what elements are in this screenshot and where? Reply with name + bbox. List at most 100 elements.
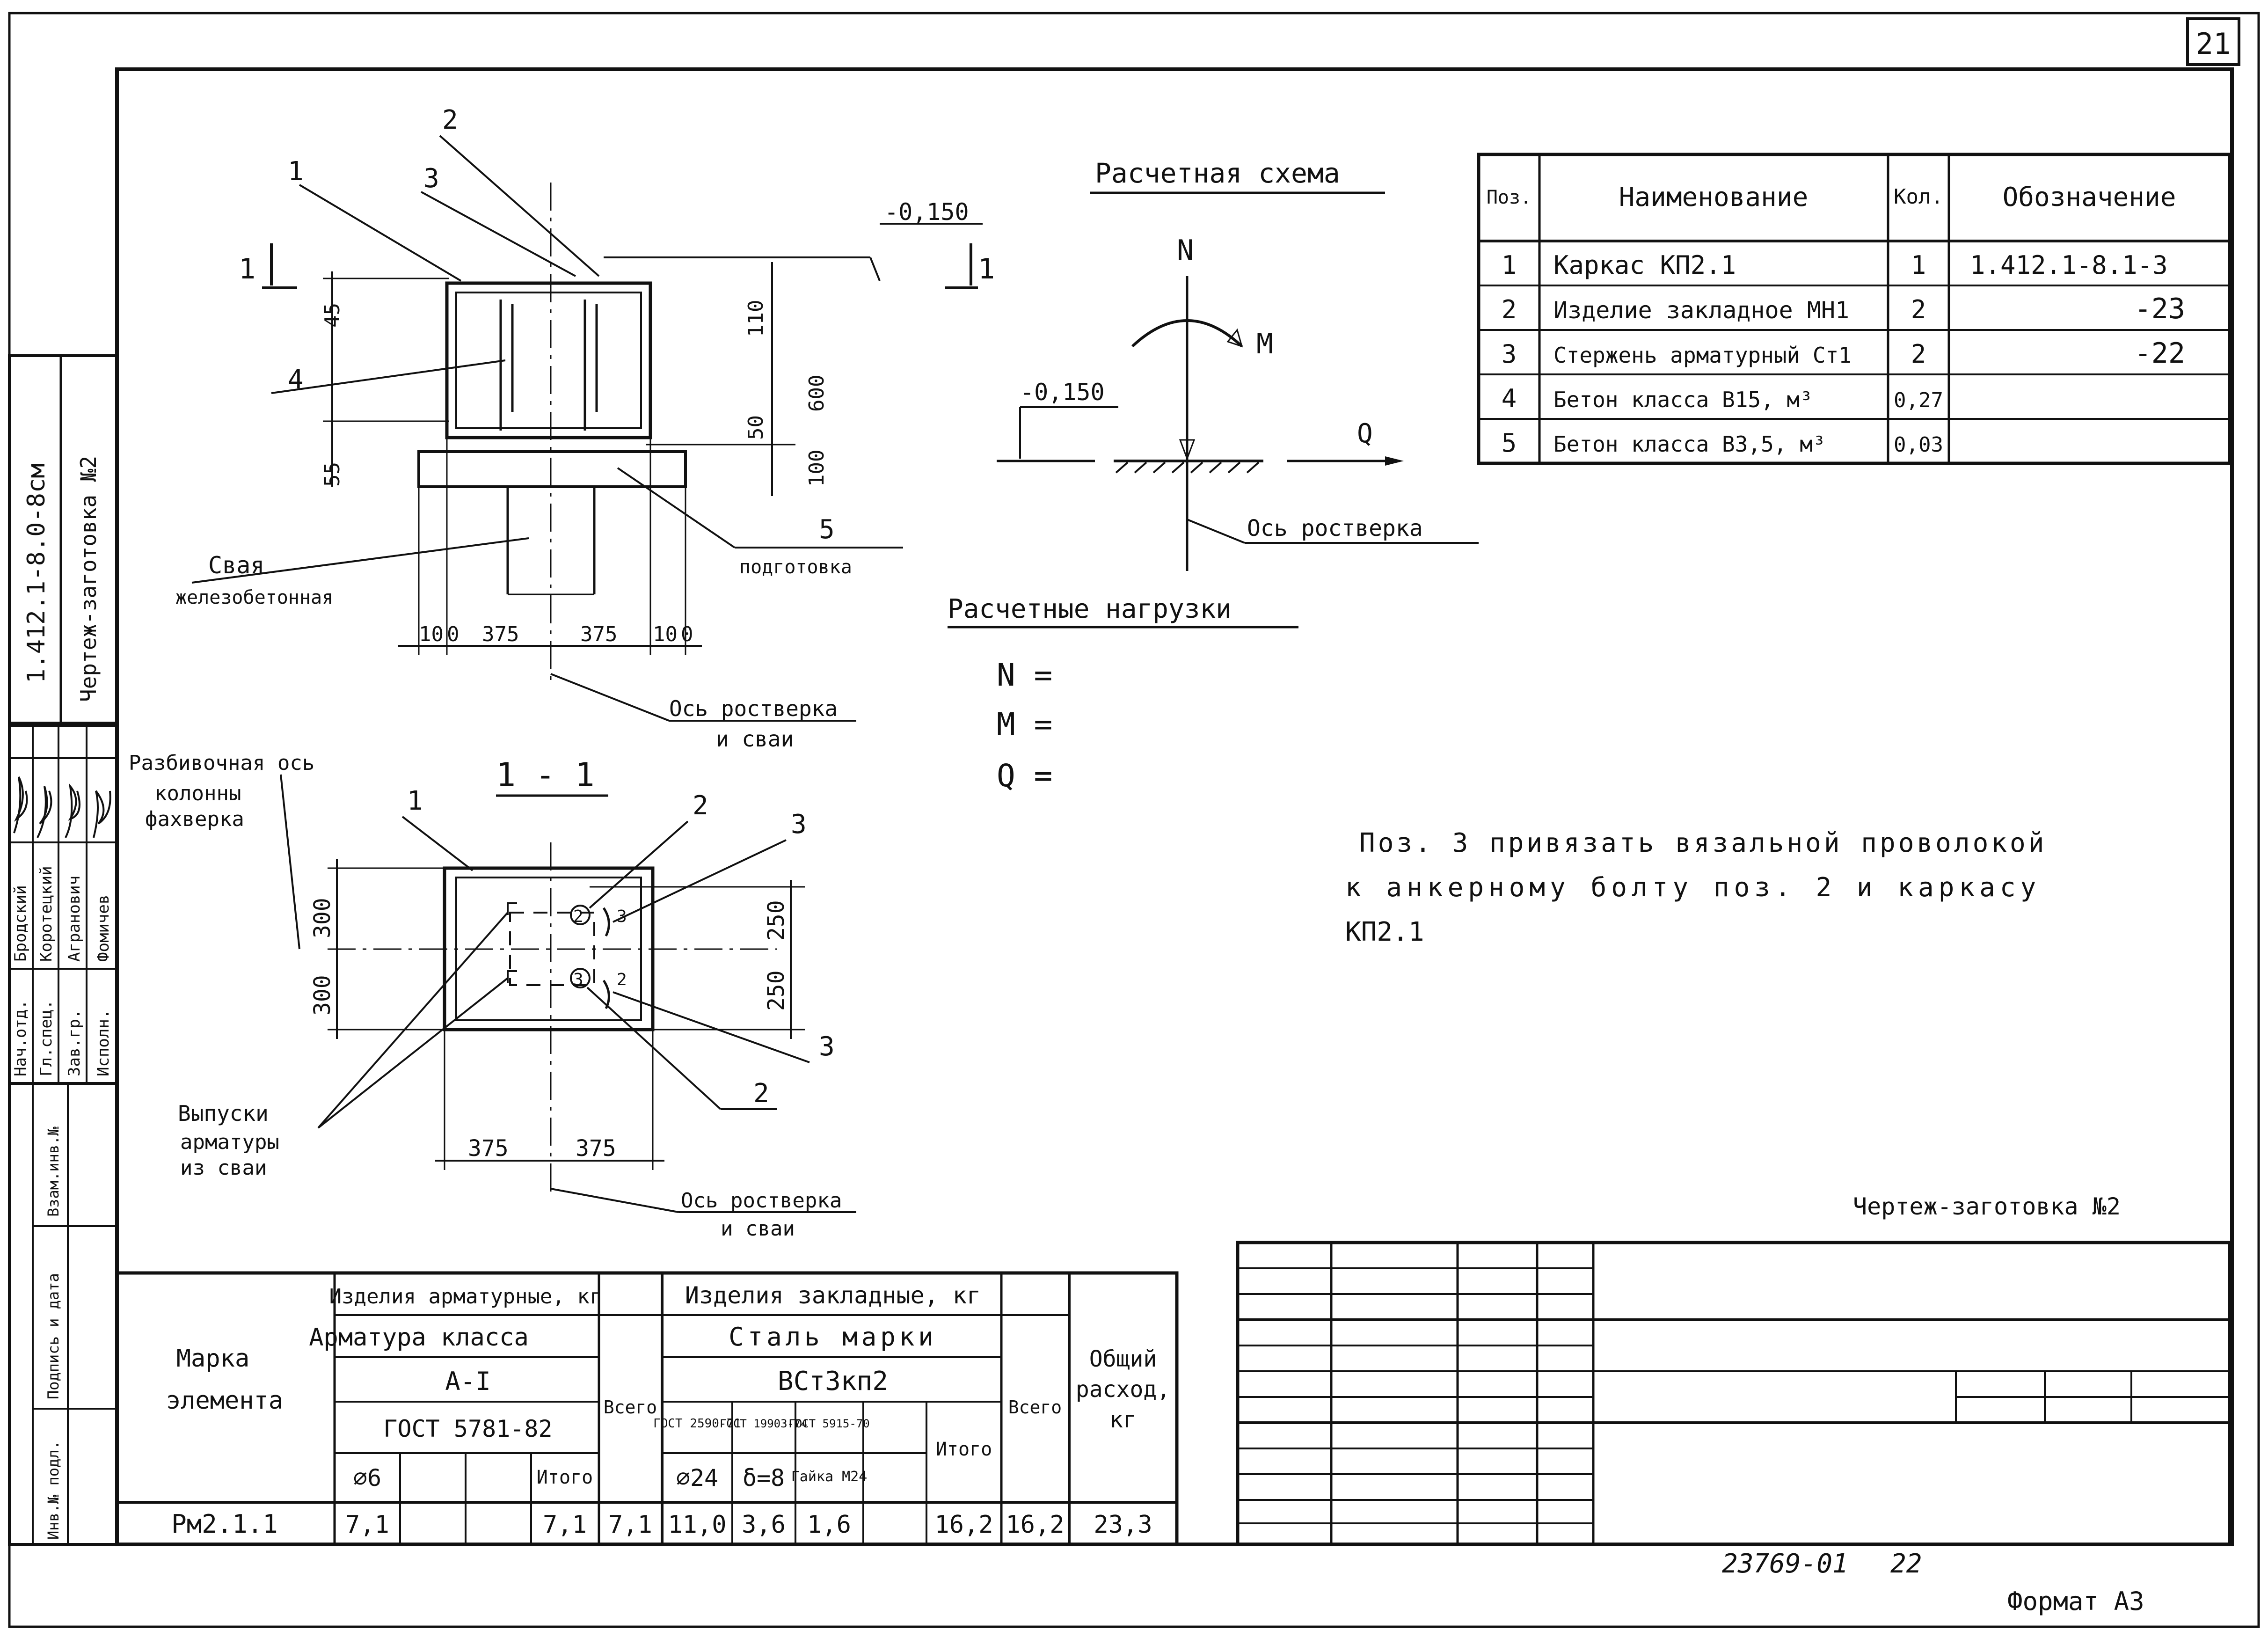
steel-row-rebar-total: 7,1 xyxy=(608,1511,652,1539)
section-view: 1 - 1 2 3 3 2 1 2 3 3 2 300 300 xyxy=(129,751,856,1241)
elev-dim-bottom-5: 10 xyxy=(653,622,678,646)
spec-row1-qty: 1 xyxy=(1911,250,1926,280)
elev-callout-1: 1 xyxy=(288,156,304,187)
section-callout-1: 1 xyxy=(407,786,423,816)
section-dim-right-1: 250 xyxy=(763,900,789,941)
elev-dim-left-2: 55 xyxy=(321,462,344,487)
section-mark-right: 1 xyxy=(978,253,995,285)
section-gridline-label-3: фахверка xyxy=(145,807,244,831)
steel-gost-1: ГОСТ 2590-71 xyxy=(653,1417,741,1431)
steel-rebar-group: Изделия арматурные, кг xyxy=(329,1285,602,1309)
section-axis-label-2: и сваи xyxy=(721,1217,795,1241)
section-anchor-2-top: 2 xyxy=(573,907,583,926)
steel-rebar-class-value: А-I xyxy=(445,1367,491,1396)
spec-row5-pos: 5 xyxy=(1502,428,1517,458)
section-callout-2-bot: 2 xyxy=(753,1078,769,1109)
elev-callout-3: 3 xyxy=(423,163,439,194)
elev-dim-bottom-3: 375 xyxy=(482,622,519,646)
sheet-number: 21 xyxy=(2196,27,2231,61)
steel-mark-label-1: Марка xyxy=(176,1345,250,1373)
elev-dim-right-3: 50 xyxy=(744,415,768,440)
spec-row4-name: Бетон класса В15, м³ xyxy=(1553,387,1813,412)
steel-mark-label-2: элемента xyxy=(166,1387,283,1415)
steel-grand-total-2: расход, xyxy=(1076,1376,1170,1403)
note-line-1: Поз. 3 привязать вязальной проволокой xyxy=(1359,828,2047,858)
spec-row2-pos: 2 xyxy=(1502,295,1517,324)
section-anchor-2-bot: 2 xyxy=(617,970,627,989)
drawing-title-vertical: Чертеж-заготовка №2 xyxy=(76,456,101,702)
sig-name-3: Агранович xyxy=(65,876,84,962)
steel-grade-label: Сталь марки xyxy=(729,1322,937,1352)
loads-title: Расчетные нагрузки xyxy=(948,594,1232,624)
elev-level: -0,150 xyxy=(884,198,969,226)
margin-label-sign-date: Подпись и дата xyxy=(44,1273,62,1399)
archive-page: 22 xyxy=(1890,1549,1922,1579)
elev-axis-label-2: и сваи xyxy=(716,726,794,752)
steel-grand-total-1: Общий xyxy=(1089,1346,1157,1372)
spec-row3-name: Стержень арматурный Ст1 xyxy=(1553,343,1852,368)
section-dim-bottom-1: 375 xyxy=(468,1135,509,1162)
steel-rebar-class: Арматура класса xyxy=(309,1324,529,1352)
elev-axis-label: Ось ростверка xyxy=(669,696,838,721)
sig-name-2: Коротецкий xyxy=(37,866,56,962)
signature-2 xyxy=(36,786,52,838)
format-label: Формат А3 xyxy=(2007,1587,2144,1616)
steel-embed-col-1: ⌀24 xyxy=(676,1464,718,1492)
steel-row-embed-2: 3,6 xyxy=(742,1511,786,1539)
spec-table: Поз. Наименование Кол. Обозначение 1 Кар… xyxy=(1477,153,2232,465)
calc-title: Расчетная схема xyxy=(1095,157,1340,189)
spec-row5-qty: 0,03 xyxy=(1894,433,1943,457)
section-rebar-label-2: арматуры xyxy=(180,1130,279,1154)
sig-role-3: Зав.гр. xyxy=(65,1009,84,1076)
section-dim-right-2: 250 xyxy=(763,970,789,1011)
steel-gost-2: ГОСТ 19903-74 xyxy=(720,1417,808,1430)
section-dim-left-1: 300 xyxy=(309,898,335,938)
elev-dim-bottom-4: 375 xyxy=(580,622,617,646)
calc-ground-hatch xyxy=(1115,461,1260,474)
calc-N: N xyxy=(1177,234,1194,267)
section-callout-2-top: 2 xyxy=(693,790,708,821)
section-gridline-label-1: Разбивочная ось xyxy=(129,751,314,775)
elev-dim-right-1: 110 xyxy=(744,300,768,337)
sig-role-2: Гл.спец. xyxy=(37,1000,56,1076)
blank-title: Чертеж-заготовка №2 xyxy=(1853,1193,2121,1220)
steel-rebar-col-1: ⌀6 xyxy=(353,1464,381,1492)
section-anchor-3-bot: 3 xyxy=(573,970,583,989)
signature-4 xyxy=(93,790,111,838)
margin-label-replace-inv: Взам.инв.№ xyxy=(44,1126,62,1217)
elev-callout-2: 2 xyxy=(442,105,458,135)
elev-dim-bottom-2: 0 xyxy=(447,622,459,646)
steel-embed-group: Изделия закладные, кг xyxy=(685,1282,981,1309)
spec-row2-designation: -23 xyxy=(2135,292,2185,325)
section-title: 1 - 1 xyxy=(496,756,595,794)
calc-level: -0,150 xyxy=(1020,379,1105,406)
spec-row1-designation: 1.412.1-8.1-3 xyxy=(1970,250,2168,280)
section-rebar-label-3: из сваи xyxy=(180,1156,267,1180)
sig-role-1: Нач.отд. xyxy=(11,1000,30,1076)
spec-header-name: Наименование xyxy=(1619,182,1809,212)
elev-dim-bottom-6: 0 xyxy=(681,622,693,646)
loads-Q: Q = xyxy=(997,758,1052,794)
steel-grand-total-3: кг xyxy=(1109,1407,1137,1433)
spec-row3-pos: 3 xyxy=(1502,339,1517,369)
steel-row-rebar-subtotal: 7,1 xyxy=(543,1511,587,1539)
section-gridline-label-2: колонны xyxy=(154,782,241,805)
elev-pile-label-2: железобетонная xyxy=(175,587,333,608)
steel-table: Марка элемента Изделия арматурные, кг Из… xyxy=(115,1271,1179,1546)
spec-header-pos: Поз. xyxy=(1487,187,1531,208)
section-mark-left: 1 xyxy=(239,253,255,285)
spec-row4-qty: 0,27 xyxy=(1894,388,1943,412)
note: Поз. 3 привязать вязальной проволокой к … xyxy=(1345,828,2047,947)
signature-1 xyxy=(13,776,28,834)
section-callout-3-bot: 3 xyxy=(819,1031,835,1062)
margin-label-inv-orig: Инв.№ подл. xyxy=(44,1441,62,1540)
spec-row1-pos: 1 xyxy=(1502,250,1517,280)
steel-row-embed-subtotal: 16,2 xyxy=(934,1511,993,1539)
steel-rebar-total-label: Всего xyxy=(604,1397,657,1418)
steel-gost-3: ГОСТ 5915-70 xyxy=(788,1417,869,1430)
section-axis-label: Ось ростверка xyxy=(681,1189,842,1213)
steel-embed-col-3: Гайка М24 xyxy=(791,1469,868,1485)
steel-embed-subtotal-label: Итого xyxy=(936,1439,992,1460)
elev-callout-5: 5 xyxy=(819,514,835,545)
elev-dim-bottom-1: 10 xyxy=(419,622,444,646)
